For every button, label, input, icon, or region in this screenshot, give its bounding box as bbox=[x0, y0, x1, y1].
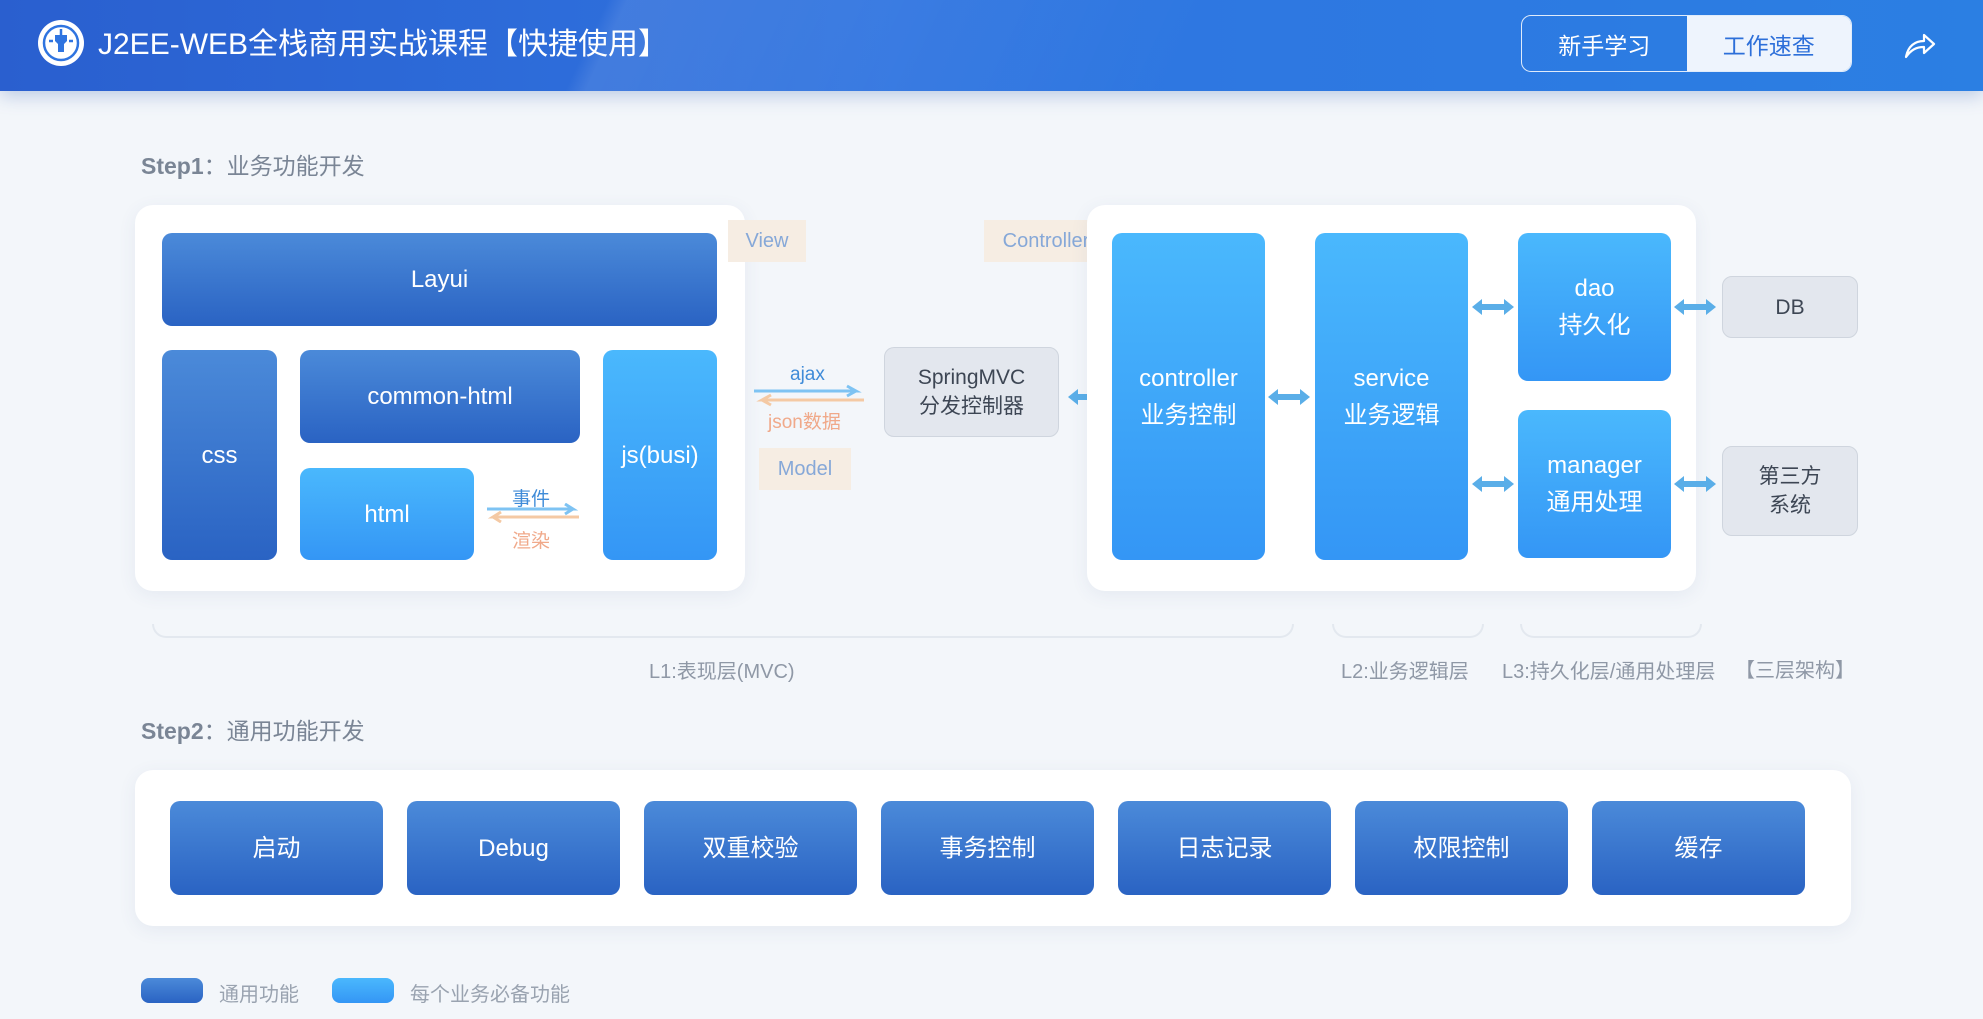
third-party-system-box: 第三方 系统 bbox=[1722, 446, 1858, 536]
l1-bracket bbox=[152, 624, 1294, 638]
three-tier-note: 【三层架构】 bbox=[1735, 660, 1855, 682]
l2-layer-label: L2:业务逻辑层 bbox=[1341, 661, 1469, 683]
db-label: DB bbox=[1775, 295, 1805, 319]
tab-beginner-learning[interactable]: 新手学习 bbox=[1558, 32, 1651, 59]
l3-bracket bbox=[1520, 624, 1702, 638]
springmvc-line1: SpringMVC bbox=[917, 366, 1026, 389]
model-tag: Model bbox=[759, 448, 851, 490]
ajax-label: ajax bbox=[790, 364, 825, 385]
legend-swatch-common bbox=[141, 978, 203, 1003]
controller-service-arrow bbox=[1268, 389, 1310, 405]
controller-line1: controller bbox=[1139, 364, 1238, 392]
manager-block: manager 通用处理 bbox=[1518, 410, 1671, 558]
app-title: J2EE-WEB全栈商用实战课程【快捷使用】 bbox=[98, 28, 669, 61]
feature-debug: Debug bbox=[407, 801, 620, 895]
ajax-json-arrows bbox=[754, 384, 864, 407]
service-manager-arrow bbox=[1472, 476, 1514, 492]
l1-layer-label: L1:表现层(MVC) bbox=[649, 661, 795, 683]
render-label: 渲染 bbox=[512, 531, 551, 552]
step2-prefix: Step2 bbox=[141, 718, 204, 744]
manager-line1: manager bbox=[1547, 452, 1642, 479]
json-data-label: json数据 bbox=[768, 412, 841, 433]
dao-block: dao 持久化 bbox=[1518, 233, 1671, 381]
service-dao-arrow bbox=[1472, 299, 1514, 315]
layui-block: Layui bbox=[162, 233, 717, 326]
feature-logging: 日志记录 bbox=[1118, 801, 1331, 895]
share-arrow-icon bbox=[1904, 33, 1936, 59]
common-html-block: common-html bbox=[300, 350, 580, 443]
event-label: 事件 bbox=[512, 489, 551, 510]
db-box: DB bbox=[1722, 276, 1858, 338]
service-line1: service bbox=[1353, 364, 1430, 392]
view-tag: View bbox=[728, 220, 806, 262]
springmvc-dispatcher-box: SpringMVC 分发控制器 bbox=[884, 347, 1059, 437]
service-line2: 业务逻辑 bbox=[1343, 401, 1440, 429]
tab-work-quick-reference[interactable]: 工作速查 bbox=[1686, 16, 1851, 71]
legend-swatch-business bbox=[332, 978, 394, 1003]
step2-heading: Step2：通用功能开发 bbox=[141, 712, 365, 746]
dao-line1: dao bbox=[1574, 275, 1615, 302]
feature-permission-control: 权限控制 bbox=[1355, 801, 1568, 895]
step2-title: ：通用功能开发 bbox=[203, 718, 365, 744]
gear-head-icon bbox=[38, 20, 84, 66]
js-busi-block: js(busi) bbox=[603, 350, 717, 560]
controller-block: controller 业务控制 bbox=[1112, 233, 1265, 560]
l3-layer-label: L3:持久化层/通用处理层 bbox=[1502, 661, 1716, 683]
legend-label-common: 通用功能 bbox=[219, 984, 299, 1006]
service-block: service 业务逻辑 bbox=[1315, 233, 1468, 560]
third-party-line1: 第三方 bbox=[1758, 465, 1822, 488]
dao-line2: 持久化 bbox=[1558, 312, 1631, 339]
html-block: html bbox=[300, 468, 474, 560]
l2-bracket bbox=[1332, 624, 1484, 638]
legend-label-business: 每个业务必备功能 bbox=[410, 984, 570, 1006]
share-button[interactable] bbox=[1900, 28, 1940, 64]
event-render-arrows bbox=[487, 503, 579, 523]
feature-transaction-control: 事务控制 bbox=[881, 801, 1094, 895]
step1-heading: Step1：业务功能开发 bbox=[141, 147, 365, 181]
dao-db-arrow bbox=[1674, 299, 1716, 315]
feature-double-validation: 双重校验 bbox=[644, 801, 857, 895]
springmvc-line2: 分发控制器 bbox=[919, 395, 1024, 418]
step1-title: ：业务功能开发 bbox=[203, 153, 365, 179]
mode-tab-group: 新手学习 工作速查 bbox=[1521, 15, 1852, 72]
step1-prefix: Step1 bbox=[141, 153, 204, 179]
manager-line2: 通用处理 bbox=[1546, 489, 1643, 516]
manager-thirdparty-arrow bbox=[1674, 476, 1716, 492]
controller-line2: 业务控制 bbox=[1140, 401, 1237, 429]
feature-startup: 启动 bbox=[170, 801, 383, 895]
third-party-line2: 系统 bbox=[1769, 494, 1811, 517]
css-block: css bbox=[162, 350, 277, 560]
feature-cache: 缓存 bbox=[1592, 801, 1805, 895]
